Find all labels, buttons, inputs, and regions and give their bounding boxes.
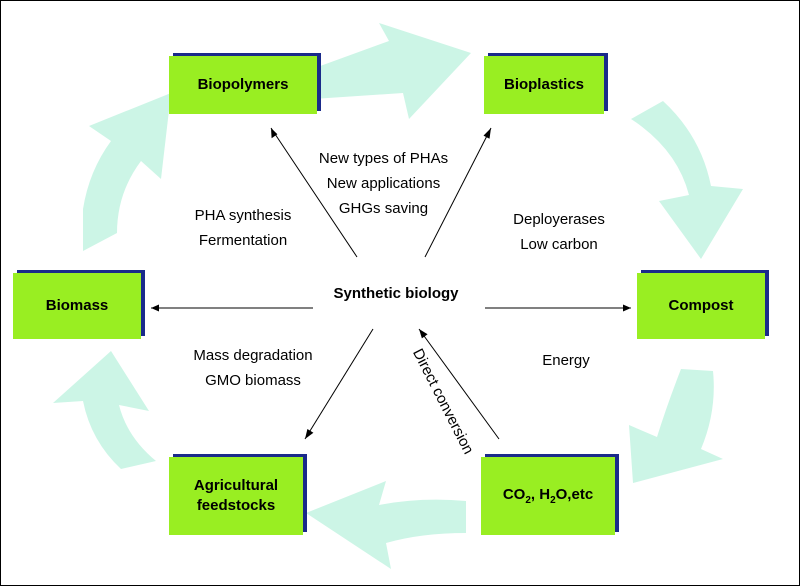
connector-to-bioplastics [424, 127, 492, 258]
node-agricultural-feedstocks: Agricultural feedstocks [169, 457, 303, 535]
cycle-arrow-lower-left [53, 351, 156, 469]
node-biopolymers: Biopolymers [169, 56, 317, 114]
center-synthetic-biology: Synthetic biology [333, 285, 459, 302]
arrowhead-bioplastics [483, 128, 491, 139]
connector-to-biopolymers [270, 127, 358, 258]
label-lower-right: Energy [542, 352, 590, 369]
node-compost-label: Compost [668, 296, 734, 314]
label-lower-left: Mass degradation GMO biomass [193, 347, 313, 389]
node-biomass-label: Biomass [45, 296, 109, 314]
node-compost: Compost [637, 273, 765, 339]
node-biomass: Biomass [13, 273, 141, 339]
label-upper-left: PHA synthesis Fermentation [194, 207, 292, 249]
node-co2-h2o: CO2, H2O,etc [481, 457, 615, 535]
label-upper-right: Deployerases Low carbon [513, 211, 605, 253]
node-biopolymers-label: Biopolymers [197, 75, 289, 93]
node-bioplastics: Bioplastics [484, 56, 604, 114]
connector-direct-conversion [418, 328, 500, 440]
cycle-arrow-upper-left [83, 93, 171, 251]
arrowhead-biomass [151, 304, 159, 312]
cycle-arrow-lower-right [629, 369, 723, 483]
node-agricultural-label-line1: Agricultural [193, 476, 279, 494]
cycle-arrow-upper-right [631, 101, 743, 259]
cycle-arrow-top [301, 23, 471, 119]
node-co2-label: CO2, H2O,etc [502, 485, 594, 506]
node-agricultural-label-line2: feedstocks [196, 497, 276, 514]
arrowhead-biopolymers [271, 128, 278, 139]
arrowhead-direct-conversion [419, 329, 428, 339]
label-top-benefits: New types of PHAs New applications GHGs … [318, 150, 449, 217]
cycle-arrow-bottom [306, 481, 466, 569]
connector-to-agricultural [304, 328, 374, 440]
arrowhead-agricultural [305, 429, 314, 439]
node-bioplastics-label: Bioplastics [503, 75, 585, 93]
arrowhead-compost [623, 304, 631, 312]
